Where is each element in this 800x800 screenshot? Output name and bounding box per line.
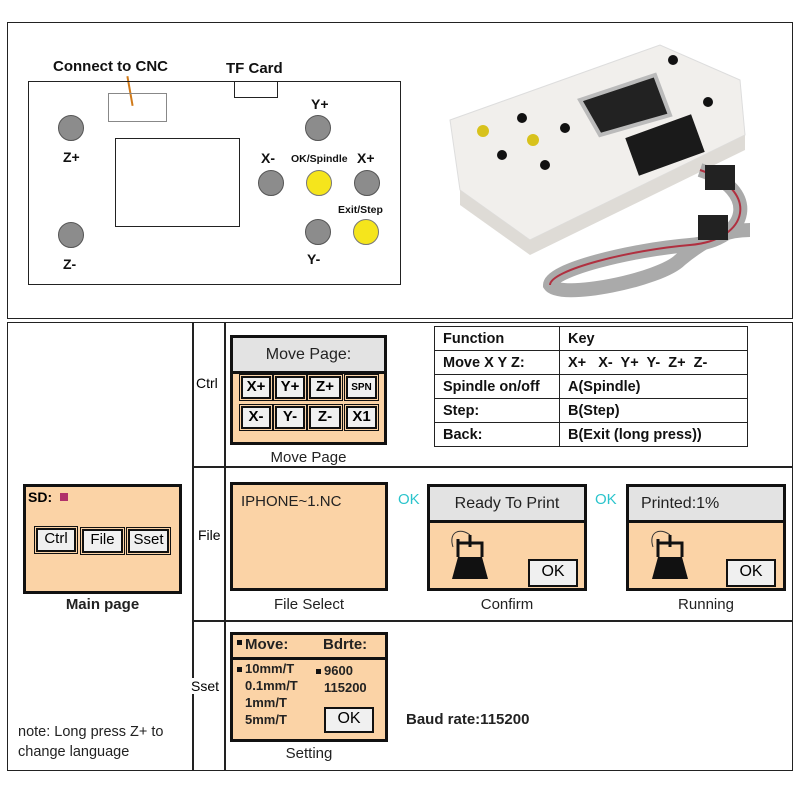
device-lcd: [577, 72, 673, 138]
product-photo: [449, 44, 751, 298]
yellow-button-icon: [527, 134, 539, 146]
main-sset-button[interactable]: Sset: [126, 527, 171, 555]
language-note: note: Long press Z+ to change language: [18, 724, 164, 760]
confirm-caption: Confirm: [480, 596, 534, 613]
key-z-minus[interactable]: Z-: [307, 404, 343, 431]
machine-icon: [651, 530, 688, 579]
ok-arrow-2: OK: [595, 491, 617, 508]
function-cell: Back:: [434, 422, 560, 447]
x-plus-label: X+: [357, 150, 375, 166]
table-row: Step:B(Step): [434, 398, 748, 423]
tf-card-slot: [234, 82, 278, 98]
bottom-panel: [7, 322, 793, 771]
exit-step-label: Exit/Step: [338, 204, 383, 216]
key-cell: X+ X- Y+ Y- Z+ Z-: [559, 350, 748, 375]
connector-port: [108, 93, 167, 122]
move-option[interactable]: 0.1mm/T: [245, 678, 298, 693]
z-plus-label: Z+: [63, 149, 80, 165]
table-row: Back:B(Exit (long press)): [434, 422, 748, 447]
key-cell: B(Step): [559, 398, 748, 423]
machine-icon: [451, 530, 488, 579]
table-row: Move X Y Z:X+ X- Y+ Y- Z+ Z-: [434, 350, 748, 375]
key-x-minus[interactable]: X-: [239, 404, 273, 431]
move-label: Move:: [245, 636, 289, 653]
row-divider: [192, 466, 793, 468]
label-divider: [224, 322, 226, 771]
ok-spindle-label: OK/Spindle: [291, 153, 348, 165]
top-panel: [7, 22, 793, 319]
y-minus-button[interactable]: [305, 219, 331, 245]
setting-ok-button[interactable]: OK: [324, 707, 374, 733]
key-x1[interactable]: X1: [344, 404, 379, 431]
file-name[interactable]: IPHONE~1.NC: [241, 493, 342, 510]
setting-header: Move: Bdrte:: [233, 635, 385, 660]
bdrte-label: Bdrte:: [323, 636, 368, 653]
move-option[interactable]: 5mm/T: [245, 712, 287, 727]
exit-step-button[interactable]: [353, 219, 379, 245]
row-divider: [192, 620, 793, 622]
main-page-caption: Main page: [65, 596, 140, 613]
ok-spindle-button[interactable]: [306, 170, 332, 196]
key-cell: A(Spindle): [559, 374, 748, 399]
x-plus-button[interactable]: [354, 170, 380, 196]
key-y-plus[interactable]: Y+: [273, 374, 307, 401]
sd-label: SD:: [28, 489, 53, 505]
tf-card-label: TF Card: [226, 60, 283, 77]
function-cell: Move X Y Z:: [434, 350, 560, 375]
move-page-caption: Move Page: [270, 449, 347, 466]
setting-caption: Setting: [285, 745, 333, 762]
move-option[interactable]: 10mm/T: [245, 661, 295, 676]
file-select-screen: IPHONE~1.NC: [230, 482, 388, 591]
key-y-minus[interactable]: Y-: [273, 404, 307, 431]
running-ok-button[interactable]: OK: [726, 559, 776, 587]
baud-rate-note: Baud rate:115200: [406, 711, 530, 728]
baud-option[interactable]: 9600: [324, 663, 353, 678]
key-cell: B(Exit (long press)): [559, 422, 748, 447]
column-divider: [192, 322, 194, 771]
move-option[interactable]: 1mm/T: [245, 695, 287, 710]
ctrl-row-label: Ctrl: [196, 375, 218, 391]
file-select-caption: File Select: [273, 596, 345, 613]
sd-indicator: [60, 493, 68, 501]
function-cell: Step:: [434, 398, 560, 423]
yellow-button-icon: [477, 125, 489, 137]
z-minus-button[interactable]: [58, 222, 84, 248]
board-outline: [28, 81, 401, 285]
z-plus-button[interactable]: [58, 115, 84, 141]
main-file-button[interactable]: File: [80, 527, 125, 555]
running-caption: Running: [678, 596, 734, 613]
confirm-ok-button[interactable]: OK: [528, 559, 578, 587]
x-minus-label: X-: [261, 150, 275, 166]
running-screen: Printed:1%: [626, 484, 786, 591]
move-page-title: Move Page:: [233, 338, 384, 374]
selected-marker: [237, 667, 242, 672]
key-spindle[interactable]: SPN: [344, 374, 379, 401]
function-cell: Spindle on/off: [434, 374, 560, 399]
baud-option[interactable]: 115200: [324, 680, 367, 695]
main-ctrl-button[interactable]: Ctrl: [34, 526, 78, 554]
x-minus-button[interactable]: [258, 170, 284, 196]
running-title: Printed:1%: [629, 487, 783, 523]
z-minus-label: Z-: [63, 256, 77, 272]
key-z-plus[interactable]: Z+: [307, 374, 343, 401]
lcd-screen: [115, 138, 240, 227]
header-function: Function: [434, 326, 560, 351]
ok-arrow-1: OK: [398, 491, 420, 508]
sset-row-label: Sset: [191, 678, 220, 694]
y-minus-label: Y-: [307, 251, 321, 267]
selected-marker: [316, 669, 321, 674]
header-key: Key: [559, 326, 748, 351]
key-x-plus[interactable]: X+: [239, 374, 273, 401]
connect-label: Connect to CNC: [53, 58, 168, 75]
y-plus-button[interactable]: [305, 115, 331, 141]
ribbon-connector-icon: [625, 114, 705, 176]
confirm-title: Ready To Print: [430, 487, 584, 523]
file-row-label: File: [198, 527, 221, 543]
y-plus-label: Y+: [311, 96, 329, 112]
